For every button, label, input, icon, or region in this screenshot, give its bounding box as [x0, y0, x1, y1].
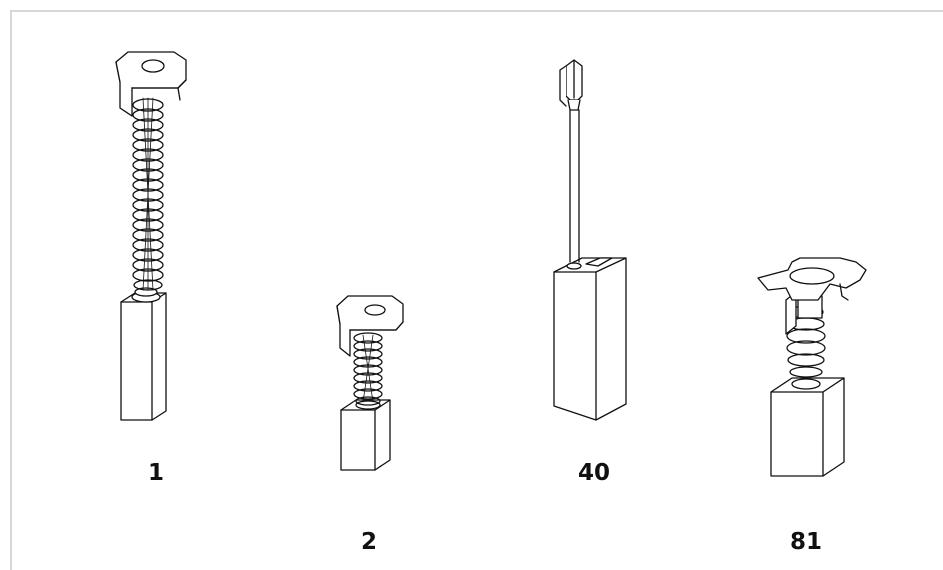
brush-81-drawing — [757, 257, 867, 477]
label-1: 1 — [147, 460, 164, 486]
brush-2-drawing — [336, 295, 404, 471]
label-40: 40 — [577, 460, 610, 486]
label-81: 81 — [789, 529, 822, 555]
brush-1-drawing — [115, 51, 187, 421]
label-2: 2 — [360, 529, 377, 555]
figure-frame — [10, 10, 943, 570]
brush-40-drawing — [553, 59, 627, 421]
